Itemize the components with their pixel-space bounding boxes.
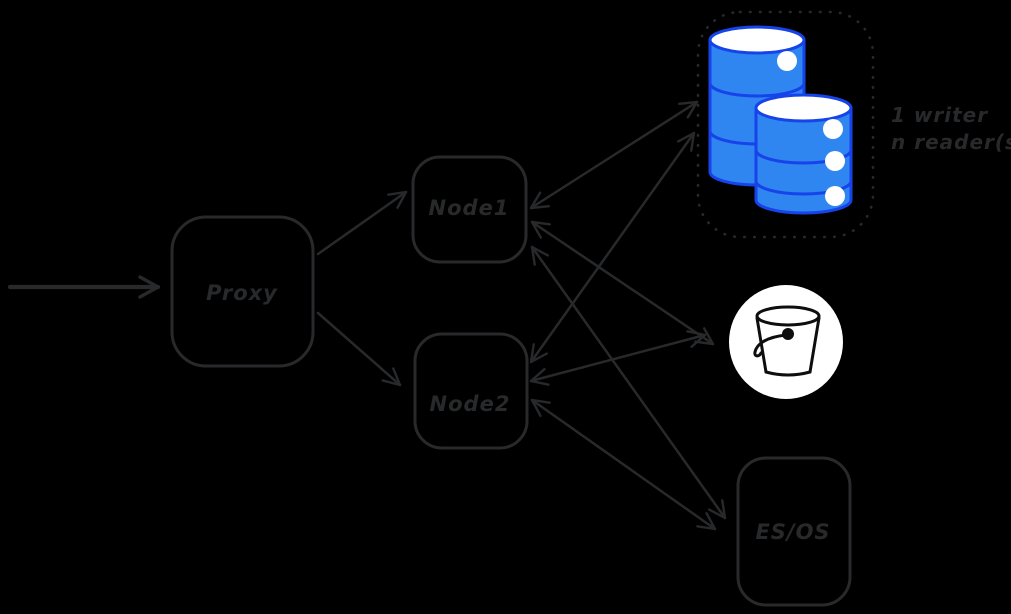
database-icon-front bbox=[754, 93, 853, 215]
esos-label: ES/OS bbox=[755, 520, 830, 544]
db-annotation-line2: n reader(s) bbox=[891, 130, 1011, 154]
node1-box bbox=[411, 155, 528, 264]
db-cluster: 1 writer n reader(s) bbox=[696, 10, 1011, 239]
node2-box bbox=[413, 332, 529, 450]
proxy-label: Proxy bbox=[206, 281, 278, 305]
arrow-node2-esos bbox=[530, 398, 717, 531]
node2-node: Node2 bbox=[413, 332, 529, 450]
arrow-node2-bucket bbox=[529, 330, 707, 386]
node1-node: Node1 bbox=[411, 155, 528, 264]
arrow-proxy-node2 bbox=[316, 311, 402, 387]
node2-label: Node2 bbox=[430, 392, 511, 416]
esos-box bbox=[736, 456, 852, 607]
proxy-node: Proxy bbox=[170, 215, 315, 368]
node1-label: Node1 bbox=[429, 196, 510, 220]
esos-node: ES/OS bbox=[736, 456, 852, 607]
db-annotation-line1: 1 writer bbox=[891, 103, 988, 127]
bucket-circle bbox=[729, 285, 843, 399]
arrow-node2-db bbox=[529, 131, 696, 364]
bucket-icon bbox=[729, 285, 843, 399]
db-cluster-box bbox=[696, 10, 875, 239]
arrow-node1-db bbox=[529, 100, 699, 210]
arrow-proxy-node1 bbox=[316, 190, 408, 256]
proxy-box bbox=[170, 215, 315, 368]
